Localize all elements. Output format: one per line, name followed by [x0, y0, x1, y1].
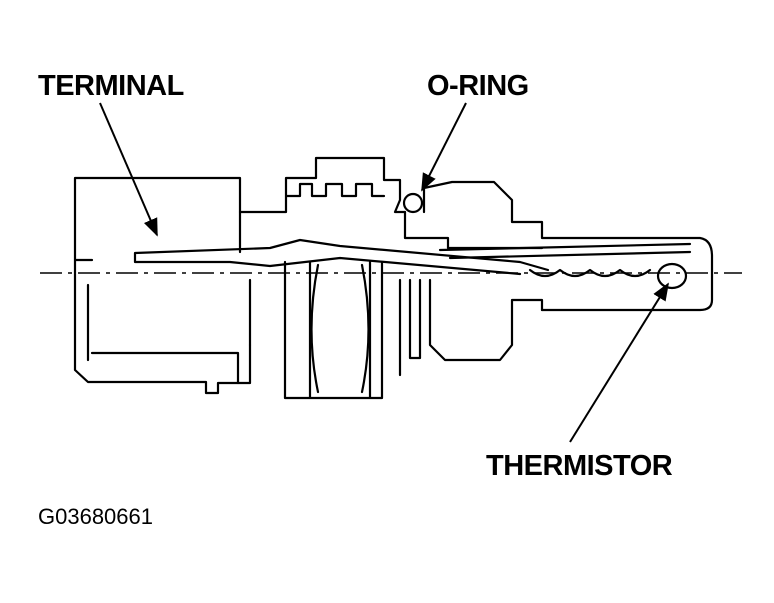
- terminal-blade: [133, 238, 550, 276]
- lower-body: [248, 260, 544, 400]
- thermistor-label: THERMISTOR: [486, 450, 673, 482]
- o-ring-label: O-RING: [427, 70, 529, 102]
- hex-nut-lower: [310, 263, 370, 394]
- connector-lower-ridge: [90, 351, 240, 385]
- thermistor-leader: [569, 282, 669, 443]
- inner-sleeve: [403, 210, 544, 250]
- connector-housing: [73, 176, 252, 395]
- terminal-leader: [99, 102, 158, 237]
- o-ring-leader: [421, 102, 467, 192]
- figure-code: G03680661: [38, 504, 153, 529]
- upper-flange: [238, 156, 407, 214]
- thermistor-bead: [656, 262, 688, 290]
- o-ring-shape: [402, 192, 424, 214]
- sensor-lead: [438, 242, 692, 260]
- terminal-label: TERMINAL: [38, 70, 184, 102]
- spring-coils: [528, 268, 652, 278]
- hex-nut-upper: [422, 180, 714, 312]
